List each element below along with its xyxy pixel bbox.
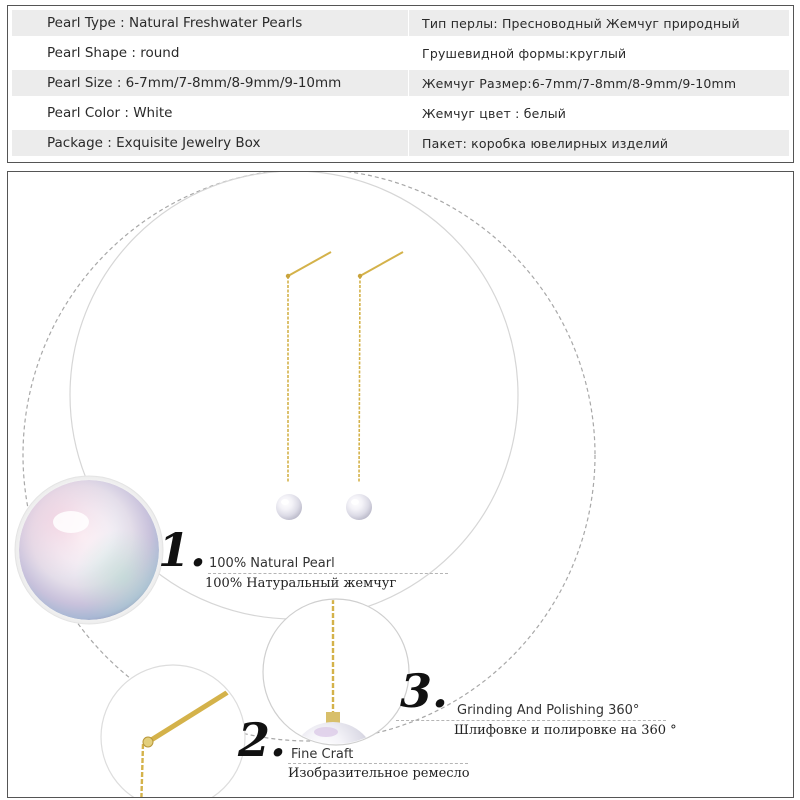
feature-3-label-ru: Шлифовке и полировке на 360 ° [454,723,677,738]
feature-2-label-ru: Изобразительное ремесло [288,766,470,781]
spec-ru-pearl-shape: Грушевидной формы:круглый [422,45,627,61]
post-closeup [100,664,246,797]
spec-en-package: Package : Exquisite Jewelry Box [47,135,261,151]
spec-row-pearl-type: Pearl Type : Natural Freshwater Pearls Т… [12,10,789,36]
spec-en-pearl-color: Pearl Color : White [47,105,173,121]
feature-1-label-ru: 100% Натуральный жемчуг [205,576,397,591]
feature-3-divider [396,720,666,721]
product-illustration [14,172,596,797]
feature-3-label-en: Grinding And Polishing 360° [457,703,640,718]
spec-row-pearl-color: Pearl Color : White Жемчуг цвет : белый [12,100,789,126]
spec-table: Pearl Type : Natural Freshwater Pearls Т… [7,5,794,163]
spec-column-divider [408,10,409,158]
spec-row-pearl-size: Pearl Size : 6-7mm/7-8mm/8-9mm/9-10mm Же… [12,70,789,96]
spec-ru-pearl-color: Жемчуг цвет : белый [422,105,567,121]
spec-ru-package: Пакет: коробка ювелирных изделий [422,135,669,151]
feature-3-number: 3. [400,664,449,718]
earring-left [276,251,332,520]
feature-1-divider [208,573,448,574]
spec-ru-pearl-type: Тип перлы: Пресноводный Жемчуг природный [422,15,740,31]
pearl-closeup [14,475,164,625]
feature-1-number: 1. [158,523,207,577]
spec-en-pearl-size: Pearl Size : 6-7mm/7-8mm/8-9mm/9-10mm [47,75,342,91]
spec-en-pearl-type: Pearl Type : Natural Freshwater Pearls [47,15,303,31]
feature-2-number: 2. [238,713,287,767]
feature-2-divider [288,763,468,764]
outer-dashed-circle [22,172,596,742]
spec-row-pearl-shape: Pearl Shape : round Грушевидной формы:кр… [12,40,789,66]
spec-ru-pearl-size: Жемчуг Размер:6-7mm/7-8mm/8-9mm/9-10mm [422,75,737,91]
feature-2-label-en: Fine Craft [291,747,354,762]
spec-en-pearl-shape: Pearl Shape : round [47,45,180,61]
spec-row-package: Package : Exquisite Jewelry Box Пакет: к… [12,130,789,156]
feature-1-label-en: 100% Natural Pearl [209,556,335,571]
product-panel: 1. 100% Natural Pearl 100% Натуральный ж… [7,171,794,798]
earring-right [346,251,404,520]
